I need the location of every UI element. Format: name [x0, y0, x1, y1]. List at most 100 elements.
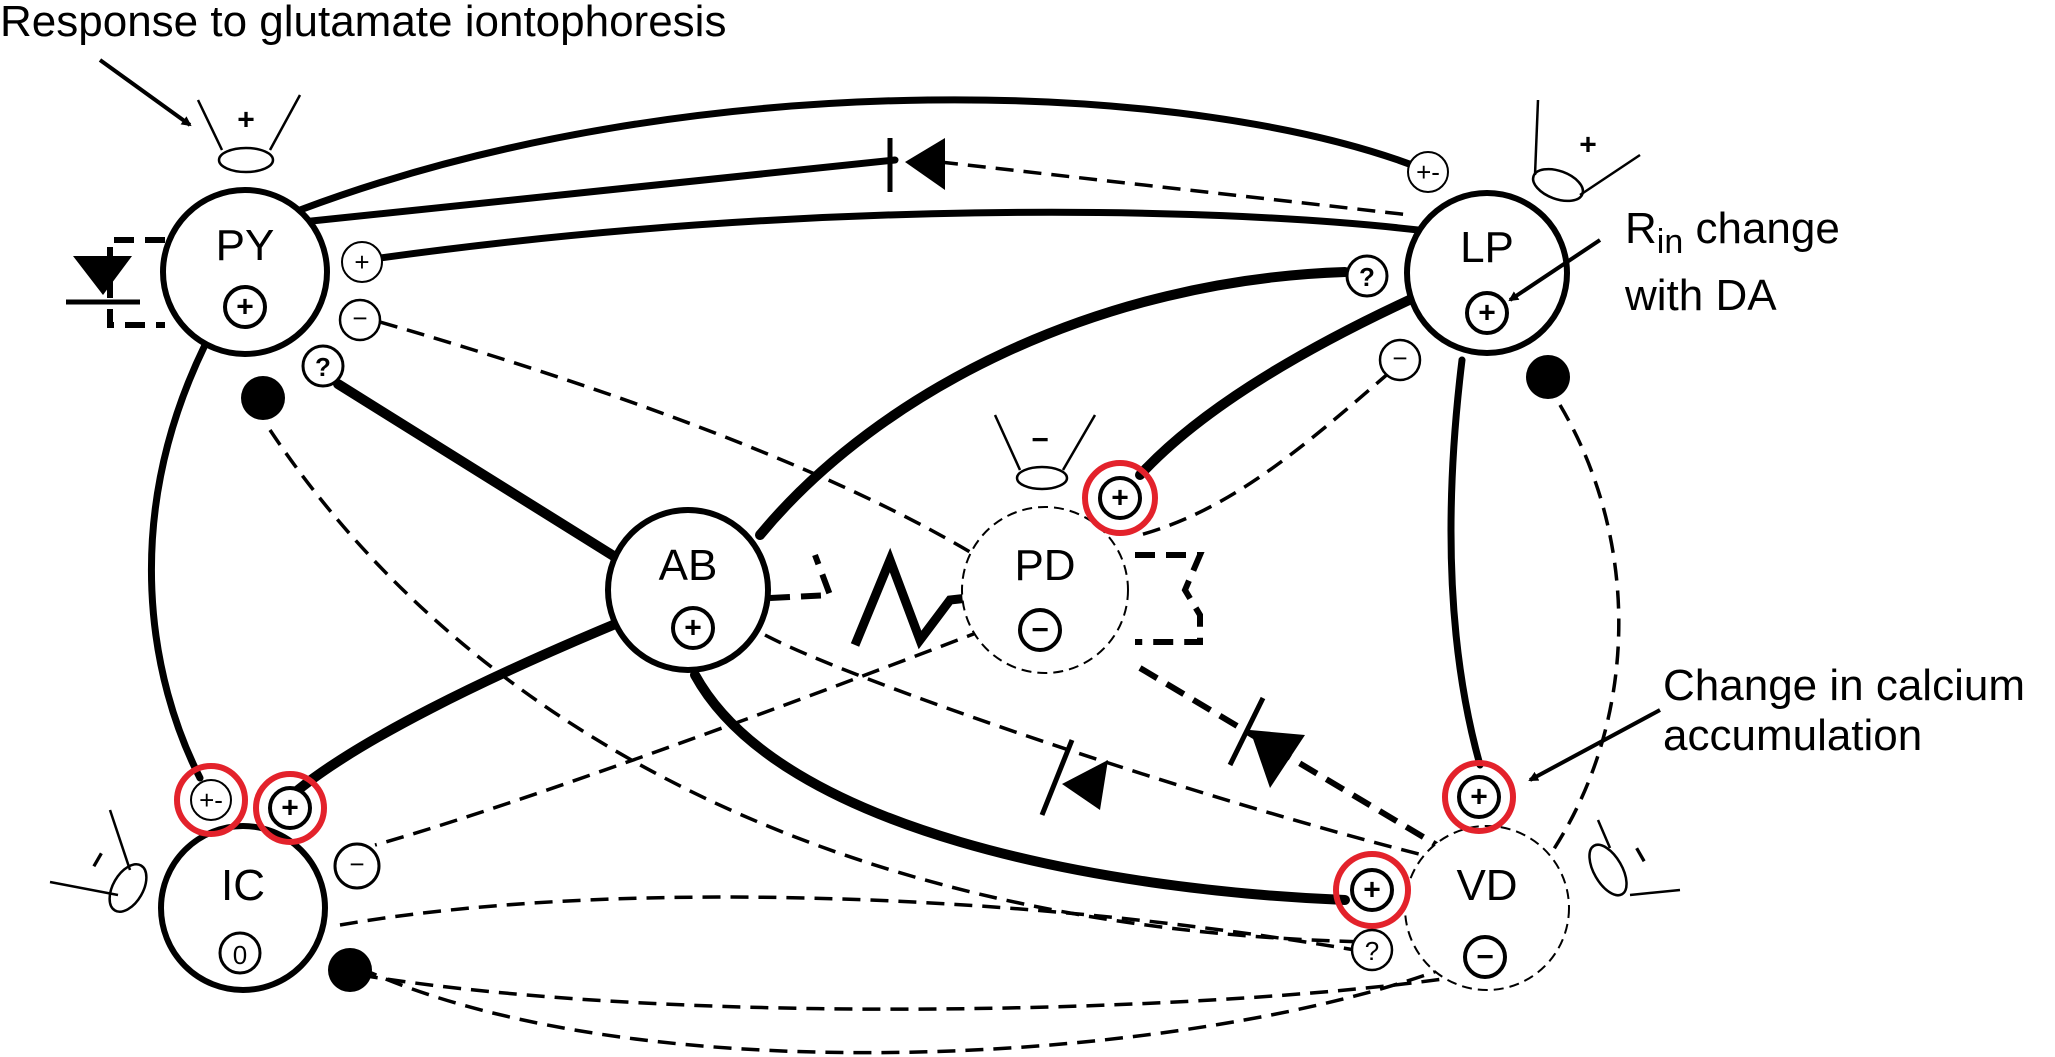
pipette-icon-lp: + — [1531, 99, 1641, 203]
synapse-ic-plus-highlighted: + — [253, 771, 327, 845]
neurons: PY + LP + AB + PD − IC 0 — [158, 187, 1570, 993]
neuron-ab-label: AB — [659, 541, 718, 590]
synapse-py-minus: − — [338, 298, 382, 342]
svg-text:+: + — [354, 247, 369, 277]
neuron-ic-da-effect: 0 — [233, 940, 247, 970]
annotation-glutamate-arrow — [98, 58, 192, 127]
connection-ab-lp — [755, 267, 1350, 540]
neuron-vd-label: VD — [1456, 861, 1517, 910]
connection-py-minus-pd — [379, 320, 976, 557]
pipette-lp-sign: + — [1579, 129, 1597, 162]
synapse-py-question: ? — [301, 344, 345, 388]
synapse-ic-plus-minus-highlighted: +- — [174, 763, 248, 837]
svg-text:+: + — [281, 792, 299, 825]
connection-lp-dot-vd — [1548, 404, 1621, 856]
svg-text:−: − — [352, 303, 367, 333]
connection-diode-lp-dashed — [939, 160, 1411, 217]
annotation-glutamate-iontophoresis: Response to glutamate iontophoresis — [0, 0, 726, 46]
svg-text:+: + — [1111, 482, 1129, 515]
pipette-icon-vd: − — [1588, 819, 1681, 897]
connection-lp-vd — [1447, 356, 1484, 769]
neuron-vd-da-effect: − — [1476, 941, 1494, 974]
synapse-markers: + − ? +- ? − + — [174, 151, 1570, 992]
pipette-py-sign: + — [237, 104, 255, 137]
connection-ic-dot-vd — [359, 966, 1446, 1055]
synapse-lp-minus: − — [1378, 338, 1422, 382]
pipette-icon-pd: − — [993, 414, 1097, 491]
annotation-calcium-arrow — [1528, 708, 1661, 782]
svg-text:+-: +- — [199, 785, 223, 815]
neuron-pd-da-effect: − — [1031, 614, 1049, 647]
connection-ab-diode-vd — [764, 633, 1436, 860]
rectifier-symbols — [66, 138, 1305, 816]
connection-ic-dot-vd-2 — [359, 973, 1471, 1011]
connections — [107, 96, 1621, 1055]
annotation-rin-with-da: with DA — [1624, 271, 1777, 320]
neuron-ic[interactable]: IC 0 — [158, 823, 328, 993]
annotation-rin-change: Rin change — [1625, 204, 1840, 261]
svg-text:?: ? — [315, 352, 331, 382]
svg-text:−: − — [349, 849, 364, 879]
diode-icon-pd-vd — [1227, 696, 1305, 788]
svg-text:?: ? — [1359, 262, 1375, 292]
neuron-pd[interactable]: PD − — [961, 506, 1129, 674]
connection-ab-vd — [690, 670, 1350, 905]
neuron-ab[interactable]: AB + — [605, 507, 771, 673]
neuron-py-label: PY — [216, 221, 275, 270]
svg-text:−: − — [1392, 343, 1407, 373]
connection-py-diode-upper — [298, 156, 899, 226]
synapse-lp-plus-minus: +- — [1407, 151, 1449, 193]
neuron-py-da-effect: + — [236, 291, 254, 324]
synapse-pd-plus-highlighted: + — [1082, 460, 1158, 536]
connection-pd-ic-minus — [374, 618, 1011, 847]
svg-text:?: ? — [1365, 936, 1379, 966]
synapse-lp-inhibitory-dot — [1526, 355, 1570, 399]
synapse-lp-question: ? — [1345, 254, 1389, 298]
connection-py-dot-vd — [268, 429, 1371, 944]
resistor-icon-ab-pd — [850, 547, 969, 650]
connection-ic-vd-question — [339, 895, 1356, 952]
svg-text:+-: +- — [1416, 157, 1440, 187]
synapse-ic-minus: − — [333, 842, 381, 890]
pipette-ic-sign: − — [79, 844, 116, 876]
connection-pd-diode-vd — [1138, 665, 1447, 853]
neuron-lp-da-effect: + — [1478, 297, 1496, 330]
diode-icon-py-left — [66, 256, 140, 305]
synapse-py-plus: + — [341, 241, 383, 283]
neuron-py[interactable]: PY + — [160, 187, 330, 357]
neuron-vd[interactable]: VD − — [1404, 825, 1570, 991]
pipette-vd-sign: − — [1621, 839, 1658, 871]
connection-py-left-bracket — [107, 237, 165, 328]
neuron-ab-da-effect: + — [684, 612, 702, 645]
connection-ab-pd-bracket — [769, 553, 835, 601]
connection-py-ab — [333, 379, 625, 565]
diode-icon-ab-vd — [1039, 739, 1108, 816]
annotation-calcium-line1: Change in calcium — [1663, 661, 2025, 710]
neuron-pd-label: PD — [1014, 541, 1075, 590]
connection-lp-minus-pd — [1139, 370, 1392, 537]
connection-pd-right-bracket — [1135, 552, 1205, 645]
synapse-py-inhibitory-dot — [241, 376, 285, 420]
synapse-vd-plus-highlighted-left: + — [1333, 851, 1411, 929]
synapse-ic-inhibitory-dot — [328, 948, 372, 992]
neuron-lp-label: LP — [1460, 223, 1514, 272]
annotations: Response to glutamate iontophoresis Rin … — [0, 0, 2025, 782]
pipette-pd-sign: − — [1031, 424, 1049, 457]
neuron-lp[interactable]: LP + — [1404, 190, 1570, 356]
connection-py-ic — [147, 341, 209, 782]
connection-ab-ic — [293, 615, 630, 795]
connection-py-lp-arc — [296, 96, 1429, 214]
neuron-ic-label: IC — [221, 861, 265, 910]
pipette-icon-py: + — [196, 94, 302, 174]
connection-py-lp-lower — [376, 208, 1422, 262]
connection-lp-pd — [1135, 290, 1425, 480]
diode-icon-py-lp — [887, 138, 945, 192]
svg-text:+: + — [1363, 874, 1381, 907]
svg-text:+: + — [1470, 781, 1488, 814]
annotation-calcium-line2: accumulation — [1663, 711, 1922, 760]
synapse-vd-plus-highlighted-top: + — [1442, 760, 1516, 834]
annotation-rin-arrow — [1508, 238, 1602, 302]
pipette-icon-ic: − — [49, 809, 148, 913]
synapse-vd-question: ? — [1350, 928, 1394, 972]
